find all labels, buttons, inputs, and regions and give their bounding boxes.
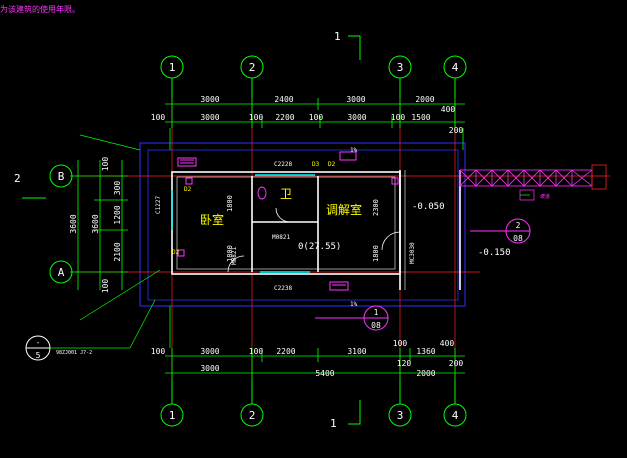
section-mark-top: 1 — [334, 30, 341, 43]
annotation-ref: 98ZJ001 J7-2 — [56, 350, 92, 356]
grid-label-bottom-1: 1 — [169, 409, 176, 422]
dim-bottom-r2-2: 2000 — [416, 369, 435, 378]
dim-bottom-r1-2: 2200 — [276, 347, 295, 356]
equipment-marks — [177, 151, 399, 291]
label-c2228: C2228 — [274, 161, 292, 168]
section-marks — [22, 35, 361, 425]
elevation-main: 0(27.55) — [298, 242, 341, 252]
grid-label-top-1: 1 — [169, 61, 176, 74]
dim-top-r1-1: 2400 — [274, 95, 293, 104]
label-c2238: C2238 — [274, 285, 292, 292]
windows — [171, 174, 315, 273]
dim-left-seg-2: 2100 — [113, 242, 122, 261]
label-d1: D2 — [184, 186, 192, 193]
header-note: 为该建筑的使用年限。 — [0, 5, 80, 14]
dim-bottom-r1-4: 1360 — [416, 347, 435, 356]
dim-bottom-r1-0: 3000 — [200, 347, 219, 356]
dim-bottom-r1-1: 100 — [249, 347, 264, 356]
dim-left-outer: 3600 — [69, 214, 78, 233]
toilet-fixture — [257, 186, 267, 200]
dim-top-left-offset: 100 — [151, 113, 166, 122]
elevation-right-2: -0.150 — [478, 248, 511, 258]
dim-1800-a: 1800 — [226, 195, 234, 212]
dim-top-r1-3: 2000 — [415, 95, 434, 104]
grid-label-bottom-4: 4 — [452, 409, 459, 422]
callout-1-num: 2 — [516, 221, 521, 230]
door-swings — [227, 207, 401, 273]
dim-left-end-0: 100 — [101, 157, 110, 172]
label-mc3030: MC3030 — [409, 242, 416, 264]
dim-bottom-r2-0: 3000 — [200, 364, 219, 373]
grid-bubbles-bottom — [160, 380, 467, 427]
grid-label-top-4: 4 — [452, 61, 459, 74]
dim-left-seg-0: 300 — [113, 181, 122, 196]
dim-bottom-r1-3: 3100 — [347, 347, 366, 356]
grid-bubbles-top — [160, 55, 467, 98]
section-mark-bottom: 1 — [330, 417, 337, 430]
dimension-lines-top — [165, 98, 465, 150]
dim-bottom-left-offset: 100 — [151, 347, 166, 356]
dim-bottom-small-0: 100 — [393, 339, 408, 348]
dim-left-seg-1: 1200 — [113, 205, 122, 224]
building-outline — [139, 142, 466, 307]
section-mark-left: 2 — [14, 172, 21, 185]
grid-label-B: B — [58, 170, 65, 183]
label-m0821-a: M0821 — [272, 234, 290, 241]
grid-label-bottom-3: 3 — [397, 409, 404, 422]
dim-top-r1-end: 400 — [441, 105, 456, 114]
callout-1-sheet: 08 — [513, 234, 523, 243]
callout-2-num: 1 — [374, 308, 379, 317]
dim-bottom-r2-1: 5400 — [315, 369, 334, 378]
room-label-toilet: 卫 — [280, 187, 292, 201]
grid-label-top-2: 2 — [249, 61, 256, 74]
label-m0821-b: M0821 — [231, 247, 238, 265]
room-label-control: 调解室 — [326, 202, 362, 217]
dim-left-inner: 3600 — [91, 214, 100, 233]
elevation-right-1: -0.050 — [412, 202, 445, 212]
building-outline-inner — [147, 149, 459, 301]
label-d3: D3 — [312, 161, 320, 168]
label-d4: D2 — [328, 161, 336, 168]
dim-top-r2-6: 1500 — [411, 113, 430, 122]
room-label-bedroom: 卧室 — [200, 212, 224, 227]
slope-bottom: 1% — [350, 301, 358, 308]
ramp-truss — [459, 164, 607, 190]
grid-label-top-3: 3 — [397, 61, 404, 74]
dim-top-r2-5: 100 — [391, 113, 406, 122]
callout-2-sheet: 08 — [371, 321, 381, 330]
label-c1227: C1227 — [155, 196, 162, 214]
dim-bottom-mid-1: 200 — [449, 359, 464, 368]
dim-left-end-1: 100 — [101, 279, 110, 294]
grid-bubbles-left — [49, 164, 73, 284]
dim-top-r1-2: 3000 — [346, 95, 365, 104]
dim-bottom-small-1: 400 — [440, 339, 455, 348]
grid-label-A: A — [58, 266, 65, 279]
dim-top-r2-1: 100 — [249, 113, 264, 122]
dim-top-r1-0: 3000 — [200, 95, 219, 104]
dim-1800-c: 1800 — [372, 245, 380, 262]
dim-top-r2-2: 2200 — [275, 113, 294, 122]
grid-label-bottom-2: 2 — [249, 409, 256, 422]
callout-3-sheet: 5 — [36, 351, 41, 360]
label-ramp: 坡道 — [540, 193, 550, 200]
dim-top-r2-3: 100 — [309, 113, 324, 122]
dim-top-r2-end: 200 — [449, 126, 464, 135]
dim-2300: 2300 — [372, 199, 380, 216]
label-d2: D2 — [172, 249, 180, 256]
slope-top: 1% — [350, 147, 358, 154]
dim-top-r2-0: 3000 — [200, 113, 219, 122]
callout-3-num: - — [36, 338, 41, 347]
dim-bottom-mid-0: 120 — [397, 359, 412, 368]
dimension-lines-bottom — [165, 306, 465, 380]
leader-lines — [50, 134, 535, 349]
detail-callouts — [25, 218, 531, 361]
dimension-lines-left — [70, 160, 128, 290]
dim-1800-b: 1800 — [226, 245, 234, 262]
dim-top-r2-4: 3000 — [347, 113, 366, 122]
